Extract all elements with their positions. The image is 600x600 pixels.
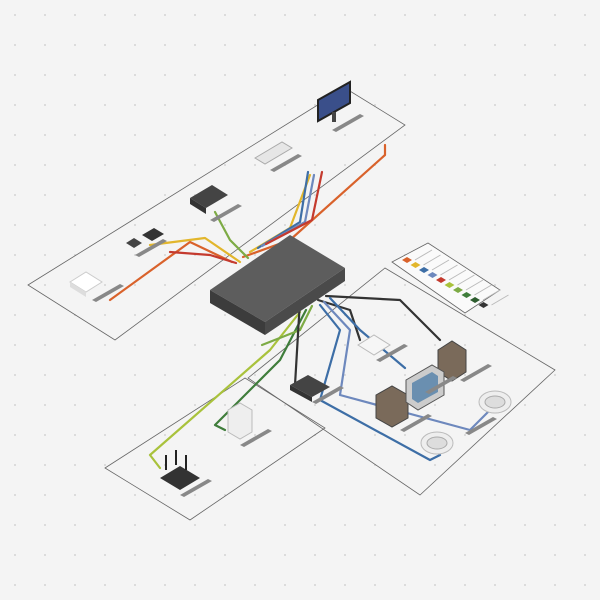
zone-top [27, 87, 406, 341]
cable-green [213, 210, 250, 260]
legend-swatch [410, 262, 421, 268]
zone-right [247, 267, 556, 496]
display-panel-device [405, 364, 445, 411]
zone-bottom-left [104, 377, 326, 521]
legend-label [474, 284, 492, 296]
power-strip-device [254, 141, 293, 165]
cable-dark [324, 294, 442, 342]
device-label-plate [210, 204, 242, 222]
legend-swatch [427, 272, 438, 278]
hub-device [290, 375, 330, 402]
device-label-plate [400, 414, 432, 432]
legend-label [431, 259, 450, 271]
legend-swatch [444, 282, 455, 288]
router-device [160, 450, 200, 490]
device-label-plate [376, 344, 408, 362]
legend-label [465, 279, 484, 291]
cable-dark [316, 298, 362, 342]
ceiling-speaker-2 [420, 431, 454, 455]
device-label-plate [270, 154, 302, 172]
legend-label [440, 264, 458, 276]
device-label-plate [425, 376, 457, 394]
cable-steel [322, 300, 492, 432]
ceiling-speaker-1 [478, 390, 512, 414]
legend-swatch [436, 277, 446, 283]
speaker-left [375, 385, 409, 428]
cable-orange [241, 143, 387, 259]
media-box-device [126, 228, 164, 248]
cable-darkgreen [213, 308, 308, 432]
legend-swatch [419, 267, 429, 273]
device-label-plate [180, 479, 212, 497]
legend [402, 249, 509, 308]
wall-outlet-device [357, 334, 391, 356]
console-device [190, 185, 228, 214]
legend-swatch [478, 302, 489, 308]
monitor-device [317, 80, 351, 123]
device-label-plate [135, 239, 167, 257]
legend-swatch [453, 287, 463, 293]
legend-swatch [402, 257, 412, 263]
device-label-plate [465, 417, 497, 435]
network-switch [210, 235, 345, 335]
cable-lime [148, 310, 302, 470]
cable-orange [108, 240, 234, 302]
legend-label [491, 294, 509, 306]
legend-swatch [461, 292, 472, 298]
legend-label [448, 269, 467, 281]
device-label-plate [240, 429, 272, 447]
device-label-plate [460, 364, 492, 382]
device-label-plate [92, 284, 124, 302]
cable-red [168, 250, 238, 265]
cable-red [264, 170, 324, 246]
cable-green [260, 304, 314, 347]
device-label-plate [332, 114, 364, 132]
legend-swatch [470, 297, 480, 303]
nas-device [227, 402, 253, 440]
legend-label [423, 254, 441, 266]
mini-pc-device [69, 271, 103, 297]
legend-label [457, 274, 475, 286]
device-label-plate [312, 386, 344, 404]
legend-label [482, 289, 501, 301]
legend-label [414, 249, 433, 261]
cable-yellow [148, 236, 242, 264]
